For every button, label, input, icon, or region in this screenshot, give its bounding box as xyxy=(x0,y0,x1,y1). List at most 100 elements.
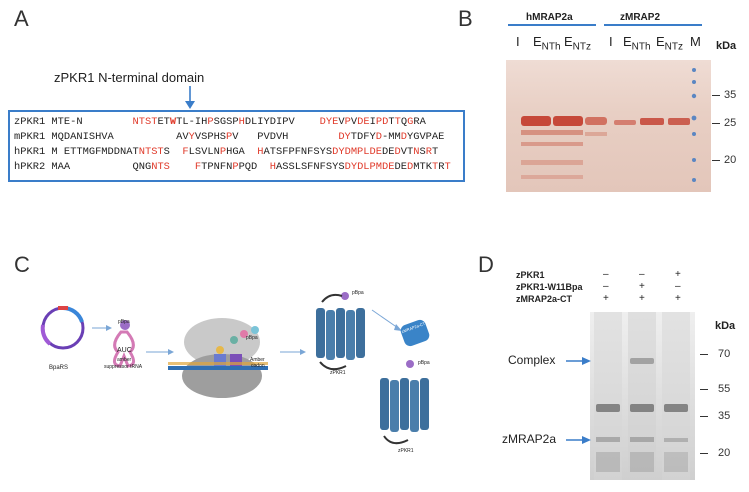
conserved-residue: H xyxy=(238,116,245,128)
conserved-residue: DYDMPLDE xyxy=(332,146,382,158)
receptor-icon xyxy=(380,360,429,445)
residue-run: DE xyxy=(382,146,395,158)
residue-run: SGSP xyxy=(213,116,239,128)
pbpa-label-receptor: pBpa xyxy=(352,290,364,296)
conserved-residue: P xyxy=(207,116,214,128)
mark-zpkr1-lane1: – xyxy=(603,269,609,280)
conserved-residue: DYE xyxy=(319,116,339,128)
receptor-icon xyxy=(316,292,365,371)
alignment-row-hpkr2: hPKR2 MAA QNGNTS FTPNFNPPQD HASSLSFNFSYS… xyxy=(14,161,451,173)
residue-run: RA xyxy=(413,116,426,128)
residue-run: ASSLSFNFSYS xyxy=(276,161,345,173)
arrow-down-icon xyxy=(185,86,195,109)
lane-label-marker: M xyxy=(690,34,701,49)
residue-run: PQD xyxy=(238,161,270,173)
group-line-zmrap2 xyxy=(604,24,702,26)
mark-zmrap2a-lane3: + xyxy=(675,293,681,304)
arrow-right-icon xyxy=(146,349,174,355)
pbpa-label-trna: pBpa xyxy=(118,319,130,325)
conserved-residue: DYDLPMDE xyxy=(344,161,395,173)
conserved-residue: P xyxy=(344,116,351,128)
lane-label-input-1: I xyxy=(516,34,520,49)
lane-label-enth-1: ENTh xyxy=(533,34,561,53)
conserved-residue: NTST xyxy=(138,146,164,158)
panel-c-letter: C xyxy=(14,252,30,277)
residue-run: V xyxy=(338,116,345,128)
sequence-name: hPKR2 xyxy=(14,161,52,173)
kda-label-b: kDa xyxy=(716,40,737,52)
residue-run: VT xyxy=(400,146,414,158)
conserved-residue: G xyxy=(407,116,414,128)
conserved-residue: R xyxy=(425,146,432,158)
arrow-right-icon xyxy=(92,325,112,331)
residue-run: ET xyxy=(157,116,170,128)
amber-codon-label-2: codon xyxy=(251,363,265,369)
arrow-right-icon xyxy=(566,436,591,444)
residue-run xyxy=(170,161,195,173)
mark-zpkr1-lane2: – xyxy=(639,269,645,280)
group-label-hmrap2a: hMRAP2a xyxy=(526,12,573,23)
panel-a-letter: A xyxy=(14,6,29,31)
arrow-right-icon xyxy=(566,357,591,365)
condition-label-zmrap2a-ct: zMRAP2a-CT xyxy=(516,294,573,304)
mark-w11bpa-lane2: + xyxy=(639,281,645,292)
conserved-residue: T xyxy=(444,161,451,173)
conserved-residue: D xyxy=(375,131,382,143)
lane-label-enth-2: ENTh xyxy=(623,34,651,53)
residue-run: TDFY xyxy=(350,131,376,143)
tick-55-d xyxy=(700,389,708,390)
conserved-residue: F xyxy=(182,146,189,158)
conserved-residue: H xyxy=(257,146,264,158)
plasmid-icon xyxy=(40,306,85,350)
conserved-residue: DY xyxy=(338,131,351,143)
sequence-name: zPKR1 xyxy=(14,116,52,128)
marker-55-d: 55 xyxy=(718,383,731,395)
marker-70-d: 70 xyxy=(718,348,731,360)
pbpa-label-ribosome: pBpa xyxy=(246,335,258,341)
ribosome-icon xyxy=(168,318,268,398)
conserved-residue: DE xyxy=(357,116,370,128)
kda-label-d: kDa xyxy=(715,320,736,332)
residue-run: T xyxy=(388,116,395,128)
residue-run: MTK xyxy=(413,161,432,173)
condition-label-zpkr1: zPKR1 xyxy=(516,270,545,280)
gel-bands-b xyxy=(521,68,697,182)
residue-run: Q xyxy=(400,116,408,128)
conserved-residue: T xyxy=(394,116,401,128)
lane-label-input-2: I xyxy=(609,34,613,49)
marker-35-b: 35 xyxy=(724,89,737,101)
sequence-name: mPKR1 xyxy=(14,131,52,143)
condition-label-w11bpa: zPKR1-W11Bpa xyxy=(516,282,583,292)
residue-run: LSVLN xyxy=(188,146,220,158)
arrow-right-icon xyxy=(280,349,306,355)
residue-run: VSPHS xyxy=(194,131,227,143)
residue-run: I xyxy=(369,116,376,128)
conserved-residue: Y xyxy=(188,131,195,143)
marker-25-b: 25 xyxy=(724,117,737,129)
trna-caption-2: suppressor tRNA xyxy=(104,364,143,370)
residue-run: T xyxy=(431,146,439,158)
arrow-diagonal-icon xyxy=(371,309,402,331)
residue-run: TPNFN xyxy=(201,161,233,173)
residue-run: DE xyxy=(394,161,407,173)
residue-run: HGA xyxy=(226,146,258,158)
residue-run: DLIYDIPV xyxy=(244,116,320,128)
mark-zpkr1-lane3: + xyxy=(675,269,681,280)
alignment-row-mpkr1: mPKR1 MQDANISHVA AVYVSPHSPV PVDVH DYTDFY… xyxy=(14,131,444,143)
residue-run: S xyxy=(419,146,426,158)
residue-run: -MM xyxy=(382,131,401,143)
conserved-residue: T xyxy=(431,161,439,173)
alignment-row-hpkr1: hPKR1 M ETTMGFMDDNATNTSTS FLSVLNPHGA HAT… xyxy=(14,146,438,158)
conserved-residue: N xyxy=(413,146,420,158)
group-label-zmrap2: zMRAP2 xyxy=(620,12,661,23)
trna-icon xyxy=(113,320,135,368)
conserved-residue: NTS xyxy=(151,161,170,173)
trna-caption-1: amber xyxy=(117,357,132,363)
receptor-label: zPKR1 xyxy=(330,370,346,376)
conserved-residue: W xyxy=(169,116,177,128)
sequence-name: hPKR1 xyxy=(14,146,52,158)
panel-b-letter: B xyxy=(458,6,473,31)
panel-d-letter: D xyxy=(478,252,494,277)
marker-20-b: 20 xyxy=(724,154,737,166)
conserved-residue: P xyxy=(219,146,227,158)
